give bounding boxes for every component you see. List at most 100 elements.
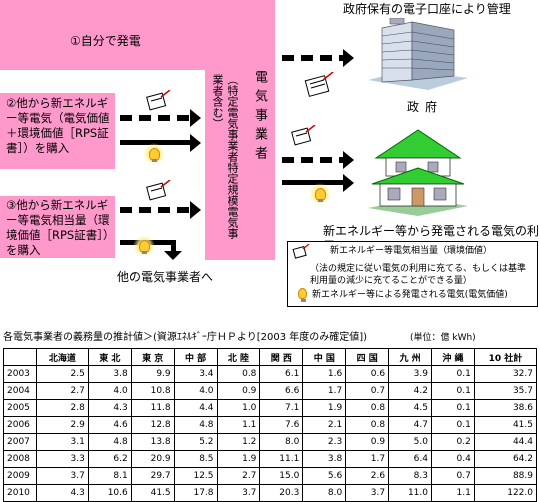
purchase-box-2: [0, 93, 115, 169]
value-cell: 44.4: [473, 433, 538, 451]
arrow-box2-certificate: [120, 115, 190, 121]
arrow-box2-certificate-head: [190, 109, 201, 127]
value-cell: 122.0: [473, 484, 538, 502]
value-cell: 0.1: [430, 365, 475, 383]
legend-box: 新エネルギー等電気相当量（環境価値） （法の規定に従い電気の利用に充てる、もしく…: [287, 241, 538, 307]
value-cell: 8.0: [259, 433, 304, 451]
value-cell: 2.1: [302, 416, 347, 434]
table-title: 各電気事業者の義務量の推計値＞(資源ｴﾈﾙｷﾞｰ庁ＨＰより[2003 年度のみ確…: [3, 332, 368, 343]
header-cell: 北海道: [36, 348, 89, 366]
value-cell: 41.5: [473, 416, 538, 434]
value-cell: 5.0: [388, 433, 432, 451]
government-label: 政府: [407, 100, 444, 114]
other-utilities-label: 他の電気事業者へ: [117, 270, 214, 284]
year-cell: 2006: [3, 416, 37, 434]
value-cell: 3.1: [36, 433, 89, 451]
value-cell: 12.8: [130, 416, 175, 434]
bulb-icon: [298, 288, 307, 302]
value-cell: 6.1: [259, 365, 304, 383]
own-generation-label: ①自分で発電: [70, 34, 141, 48]
value-cell: 35.7: [473, 382, 538, 400]
value-cell: 4.3: [87, 399, 132, 417]
value-cell: 20.3: [259, 484, 304, 502]
arrow-box3-certificate-head: [190, 201, 201, 219]
certificate-icon: [292, 244, 310, 259]
legend-item-2: 新エネルギー等による発電される電気(電気価値): [312, 290, 508, 300]
year-cell: 2007: [3, 433, 37, 451]
year-cell: 2009: [3, 467, 37, 485]
value-cell: 0.2: [430, 433, 475, 451]
value-cell: 0.8: [216, 365, 261, 383]
value-cell: 4.3: [36, 484, 89, 502]
bulb-icon: [149, 148, 160, 162]
value-cell: 0.9: [345, 433, 390, 451]
value-cell: 4.7: [388, 416, 432, 434]
top-caption: 政府保有の電子口座により管理: [343, 2, 511, 16]
legend-item-1-note: （法の規定に従い電気の利用に充てる、もしくは基準利用量の減少に充てることができる…: [310, 264, 527, 286]
certificate-icon: [291, 125, 316, 146]
value-cell: 12.5: [173, 467, 218, 485]
year-cell: 2004: [3, 382, 37, 400]
purchase-box-3: [0, 196, 115, 258]
value-cell: 0.1: [430, 399, 475, 417]
bulb-icon: [139, 240, 150, 254]
value-cell: 1.2: [216, 433, 261, 451]
header-cell: 四 国: [345, 348, 390, 366]
value-cell: 20.9: [130, 450, 175, 468]
value-cell: 4.8: [173, 416, 218, 434]
value-cell: 2.6: [345, 467, 390, 485]
value-cell: 41.5: [130, 484, 175, 502]
value-cell: 88.9: [473, 467, 538, 485]
value-cell: 8.1: [87, 467, 132, 485]
header-cell: 東 北: [87, 348, 132, 366]
value-cell: 1.9: [216, 450, 261, 468]
header-cell: 九 州: [388, 348, 432, 366]
value-cell: 0.8: [345, 416, 390, 434]
value-cell: 2.7: [216, 467, 261, 485]
value-cell: 2.8: [36, 399, 89, 417]
arrow-to-house-certificate-head: [343, 151, 354, 169]
value-cell: 3.4: [173, 365, 218, 383]
header-cell: 10 社計: [473, 348, 538, 366]
value-cell: 0.8: [345, 399, 390, 417]
header-cell: 北 陸: [216, 348, 261, 366]
value-cell: 2.9: [36, 416, 89, 434]
value-cell: 0.7: [430, 467, 475, 485]
value-cell: 4.8: [87, 433, 132, 451]
value-cell: 3.7: [36, 467, 89, 485]
header-cell: [3, 348, 37, 366]
own-generation-region: [0, 0, 275, 70]
value-cell: 0.1: [430, 382, 475, 400]
certificate-icon: [304, 72, 334, 97]
value-cell: 7.6: [259, 416, 304, 434]
value-cell: 1.0: [216, 399, 261, 417]
building-icon: [368, 18, 468, 90]
utility-vertical-sub: （特定電気事業者特定規模電気事業者含む）: [211, 74, 239, 239]
value-cell: 6.4: [388, 450, 432, 468]
purchase-box-2-text: ②他から新エネルギー等電気（電気価値＋環境価値［RPS証書］）を購入: [6, 96, 110, 155]
value-cell: 5.6: [302, 467, 347, 485]
value-cell: 17.8: [173, 484, 218, 502]
header-cell: 沖 縄: [430, 348, 475, 366]
utility-box: [205, 60, 275, 260]
value-cell: 4.0: [87, 382, 132, 400]
value-cell: 4.6: [87, 416, 132, 434]
certificate-icon: [146, 90, 171, 111]
header-cell: 中 部: [173, 348, 218, 366]
arrow-to-house-certificate: [282, 157, 344, 163]
value-cell: 10.8: [130, 382, 175, 400]
value-cell: 11.0: [388, 484, 432, 502]
year-cell: 2003: [3, 365, 37, 383]
value-cell: 11.1: [259, 450, 304, 468]
value-cell: 4.0: [173, 382, 218, 400]
certificate-icon: [146, 180, 171, 201]
table-header-row: 北海道 東 北 東 京 中 部 北 陸 関 西 中 国 四 国 九 州 沖 縄 …: [3, 348, 538, 366]
purchase-box-3-text: ③他から新エネルギー等電気相当量（環境価値［RPS証書］）を購入: [6, 198, 110, 257]
value-cell: 29.7: [130, 467, 175, 485]
